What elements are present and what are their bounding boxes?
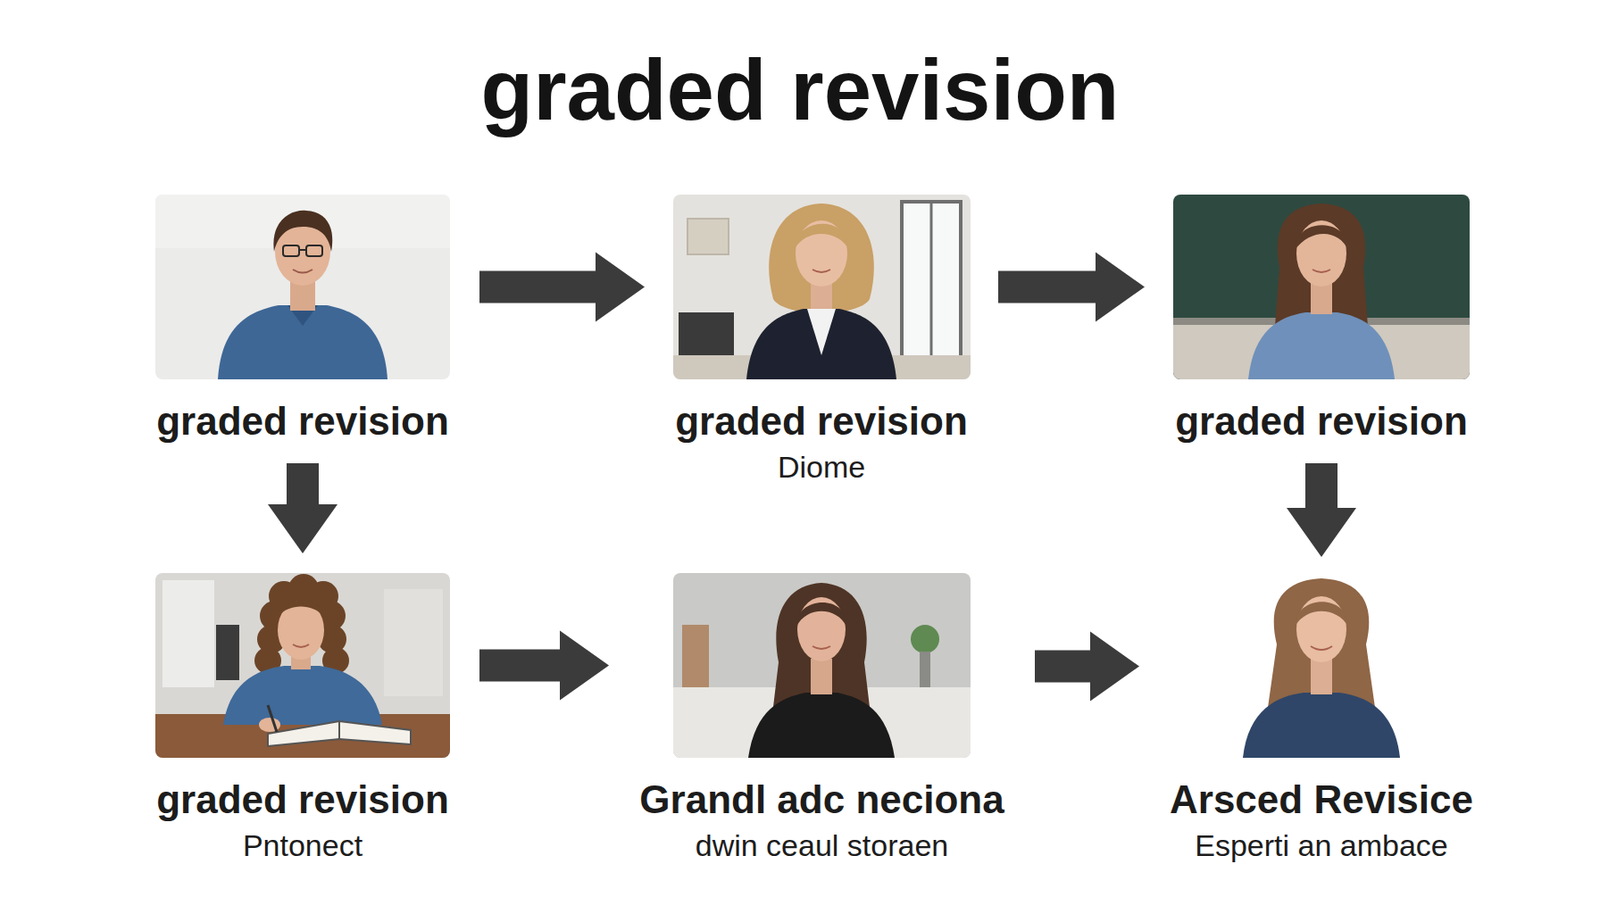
flow-arrow [1034, 632, 1140, 702]
portrait-photo [155, 194, 450, 380]
photo-card: graded revisionDiome [664, 194, 979, 485]
portrait-photo [673, 194, 971, 380]
photo-card: Arsced RevisiceEsperti an ambace [1158, 576, 1484, 864]
node-subtitle: Esperti an ambace [1158, 827, 1484, 864]
photo-slot [1164, 194, 1479, 380]
photo-slot [628, 573, 1016, 759]
photo-slot [664, 194, 979, 380]
node-caption: Grandl adc neciona [628, 777, 1016, 823]
node-subtitle: Diome [664, 449, 979, 485]
flow-arrow [267, 463, 338, 554]
photo-slot [145, 194, 460, 380]
photo-card: graded revision [145, 194, 460, 444]
diagram-title: graded revision [0, 42, 1600, 138]
portrait-photo [155, 573, 450, 759]
photo-card: graded revision [1164, 194, 1479, 444]
flow-arrow [479, 252, 645, 323]
node-caption: graded revision [145, 777, 460, 823]
node-caption: graded revision [664, 399, 979, 444]
node-subtitle: Pntonect [145, 827, 460, 864]
node-caption: Arsced Revisice [1158, 777, 1484, 823]
photo-card: Grandl adc neciona dwin ceaul storaen [628, 573, 1016, 864]
photo-slot [145, 573, 460, 759]
node-caption: graded revision [145, 399, 460, 444]
node-caption: graded revision [1164, 399, 1479, 444]
portrait-photo [1242, 578, 1400, 759]
photo-card: graded revisionPntonect [145, 573, 460, 864]
portrait-photo [673, 573, 971, 759]
flow-arrow [998, 252, 1145, 323]
node-subtitle: dwin ceaul storaen [628, 827, 1016, 864]
photo-slot [1158, 576, 1484, 759]
flow-arrow [479, 631, 609, 701]
flow-arrow [1286, 463, 1357, 558]
portrait-photo [1173, 194, 1470, 380]
